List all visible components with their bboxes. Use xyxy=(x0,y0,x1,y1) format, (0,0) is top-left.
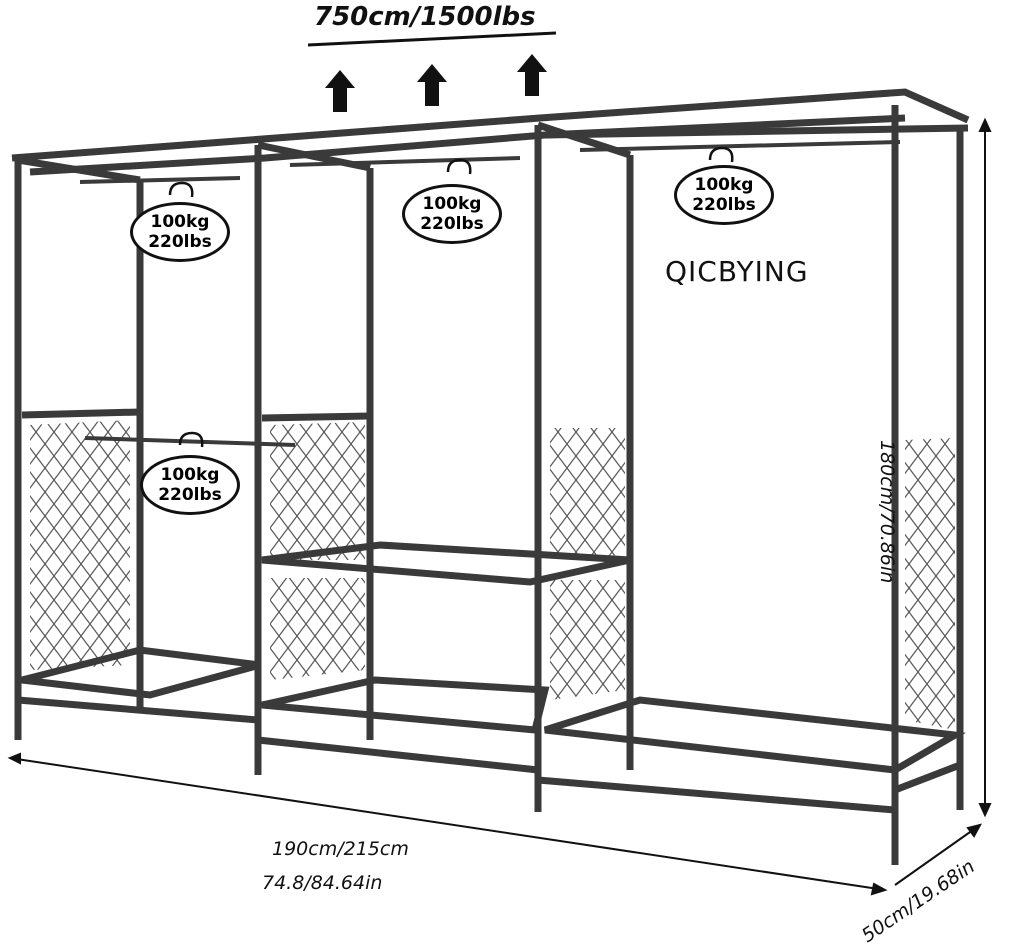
load-badge: 100kg 220lbs xyxy=(140,455,240,515)
load-badge: 100kg 220lbs xyxy=(402,184,502,244)
load-lbs: 220lbs xyxy=(158,485,222,505)
up-arrow-icon xyxy=(417,64,447,106)
up-arrow-icon xyxy=(325,70,355,112)
load-badge: 100kg 220lbs xyxy=(130,202,230,262)
load-lbs: 220lbs xyxy=(692,195,756,215)
rack-frame xyxy=(11,88,970,865)
load-kg: 100kg xyxy=(160,465,220,485)
load-lbs: 220lbs xyxy=(420,214,484,234)
load-kg: 100kg xyxy=(694,175,754,195)
load-kg: 100kg xyxy=(422,194,482,214)
width-cm-label: 190cm/215cm xyxy=(272,838,409,860)
hook-icons xyxy=(168,146,734,448)
dimension-lines xyxy=(7,117,992,896)
load-arrows xyxy=(325,54,547,112)
width-in-label: 74.8/84.64in xyxy=(262,872,383,894)
capacity-label: 750cm/1500lbs xyxy=(314,2,536,32)
load-kg: 100kg xyxy=(150,212,210,232)
load-lbs: 220lbs xyxy=(148,232,212,252)
brand-name: QICBYING xyxy=(665,255,809,288)
load-badge: 100kg 220lbs xyxy=(674,165,774,225)
capacity-underline xyxy=(307,31,557,47)
mesh-panels xyxy=(30,420,955,730)
up-arrow-icon xyxy=(517,54,547,96)
height-label: 180cm/70.86in xyxy=(876,440,898,584)
